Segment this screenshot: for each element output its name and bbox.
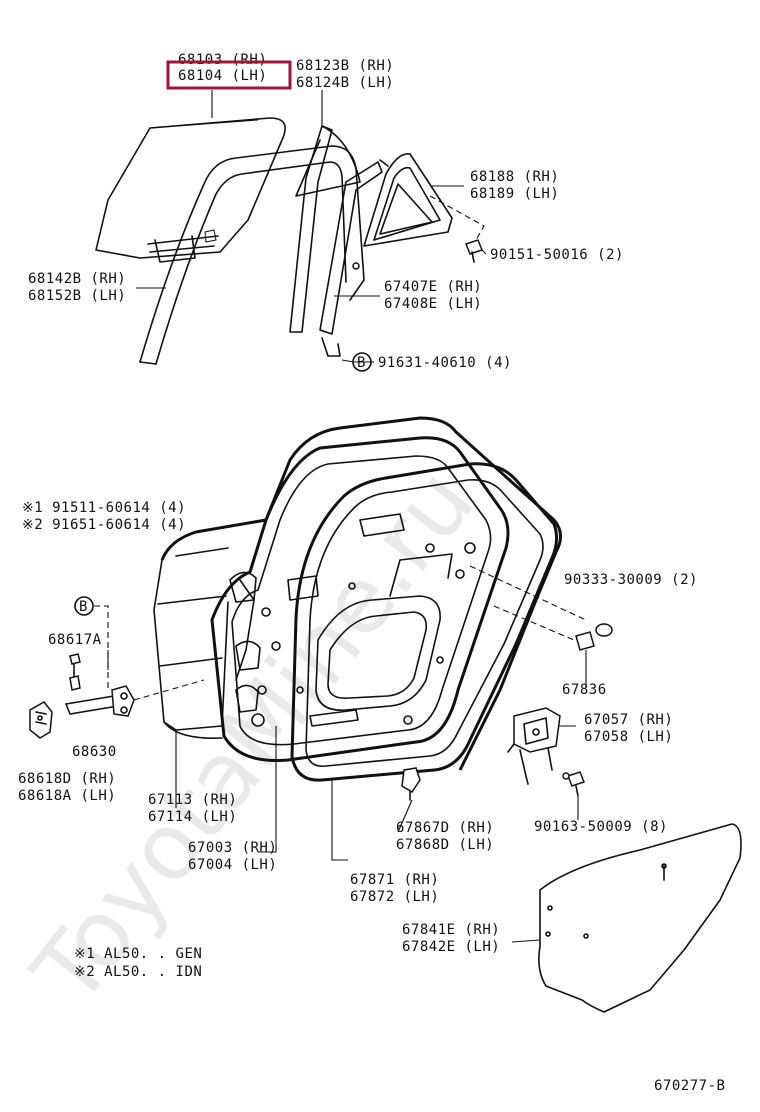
label-clip-67867-lh: 67868D (LH) [396,837,494,853]
label-check-68630: 68630 [72,744,117,760]
label-bracket-67057-rh: 67057 (RH) [584,712,673,728]
leader-lines [107,90,587,943]
label-bracket-67057-lh: 67058 (LH) [584,729,673,745]
label-door-panel-lh: 67004 (LH) [188,857,277,873]
rear-run-channel-part [289,125,361,333]
part-labels: 68103 (RH) 68104 (LH) 68123B (RH) 68124B… [18,52,725,1094]
label-run-channel-rh: 68123B (RH) [296,58,394,74]
label-plug-90333: 90333-30009 (2) [564,572,698,588]
door-inner-weatherstrip-part [290,462,559,782]
label-bolt-91631: 91631-40610 (4) [378,355,512,371]
label-glass-lh: 68104 (LH) [178,68,267,84]
b-leader-upper [341,359,355,363]
label-cover-67841-lh: 67842E (LH) [402,939,500,955]
label-channel-68142-lh: 68152B (LH) [28,288,126,304]
door-glass-part [95,117,286,263]
label-glass-rh: 68103 (RH) [178,52,267,68]
footnote-2: ※2 AL50. . IDN [74,964,202,980]
label-plug-67836: 67836 [562,682,607,698]
label-weatherstrip-67871-lh: 67872 (LH) [350,889,439,905]
footnote-1: ※1 AL50. . GEN [74,946,202,962]
label-link-68617: 68617A [48,632,102,648]
link-68617-part [69,653,81,691]
label-door-panel-rh: 67003 (RH) [188,840,277,856]
b-leader-lower [94,605,109,690]
b-marker-upper-text: B [357,355,366,371]
label-hinge-68618-rh: 68618D (RH) [18,771,116,787]
quarter-glass-part [363,153,453,247]
division-bar-part [319,161,383,357]
label-quarter-glass-lh: 68189 (LH) [470,186,559,202]
clip-67867-part [401,767,421,801]
b-marker-upper [352,352,372,372]
label-clip-67867-rh: 67867D (RH) [396,820,494,836]
plug-90333-part [469,565,613,637]
label-run-channel-lh: 68124B (LH) [296,75,394,91]
label-division-bar-lh: 67408E (LH) [384,296,482,312]
b-marker-lower-text: B [79,599,88,615]
label-weatherstrip-67113-lh: 67114 (LH) [148,809,237,825]
door-check-68630-part [64,679,205,717]
hinge-68618-part [29,701,53,739]
label-weatherstrip-67871-rh: 67871 (RH) [350,872,439,888]
door-hinge-part [229,571,261,713]
plug-67836-part [493,605,595,651]
label-bolt-note-2: ※2 91651-60614 (4) [22,517,186,533]
label-hinge-68618-lh: 68618A (LH) [18,788,116,804]
door-outer-weatherstrip-part [153,416,562,771]
label-cover-67841-rh: 67841E (RH) [402,922,500,938]
label-weatherstrip-67113-rh: 67113 (RH) [148,792,237,808]
hole-cover-67841-part [538,823,742,1013]
screw-90163-part [562,771,585,797]
bracket-67057-part [507,707,561,785]
highlight-box [166,60,292,90]
label-screw-90163: 90163-50009 (8) [534,819,668,835]
screw-90151-part [429,195,485,263]
figure-code: 670277-B [654,1078,725,1094]
b-marker-lower [74,596,94,616]
label-channel-68142-rh: 68142B (RH) [28,271,126,287]
label-quarter-glass-rh: 68188 (RH) [470,169,559,185]
label-screw-90151: 90151-50016 (2) [490,247,624,263]
label-division-bar-rh: 67407E (RH) [384,279,482,295]
label-bolt-note-1: ※1 91511-60614 (4) [22,500,186,516]
